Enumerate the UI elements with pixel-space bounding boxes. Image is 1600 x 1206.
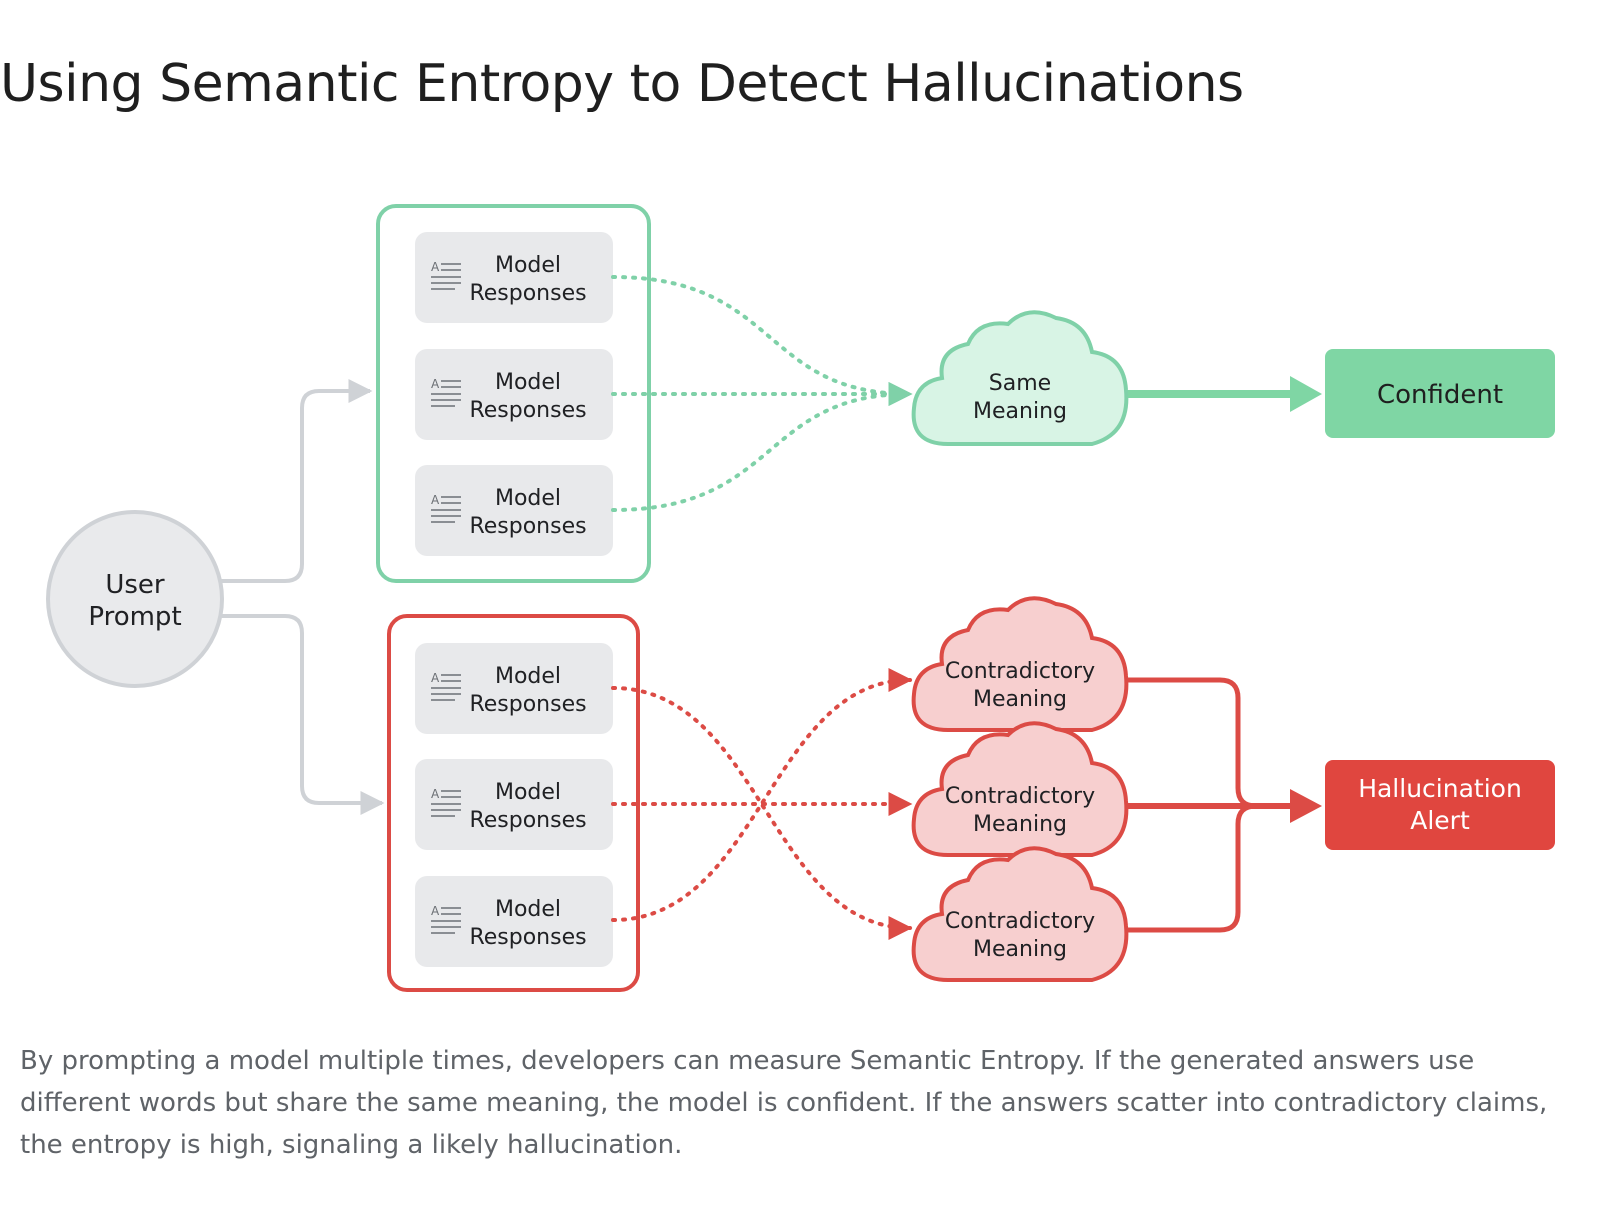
model-response-card: Model Responses xyxy=(415,465,613,556)
red-dotted-connector xyxy=(611,686,913,940)
hallucination-alert-outcome: Hallucination Alert xyxy=(1325,760,1555,850)
model-response-card: Model Responses xyxy=(415,349,613,440)
page-title: Using Semantic Entropy to Detect Halluci… xyxy=(0,54,1244,114)
same-meaning-line2: Meaning xyxy=(973,399,1067,424)
contradictory-line1: Contradictory xyxy=(945,909,1095,934)
model-response-line2: Responses xyxy=(469,808,586,833)
model-response-line2: Responses xyxy=(469,925,586,950)
model-response-card: Model Responses xyxy=(415,232,613,323)
contradictory-line2: Meaning xyxy=(973,937,1067,962)
red-merge-connector xyxy=(1128,677,1257,809)
prompt-to-green-connector xyxy=(218,379,373,583)
alert-arrow-head xyxy=(1290,789,1322,823)
confident-arrow-head xyxy=(1290,376,1322,412)
model-response-line1: Model xyxy=(495,370,561,395)
confident-label: Confident xyxy=(1377,380,1503,410)
diagram-caption: By prompting a model multiple times, dev… xyxy=(20,1046,1548,1160)
contradictory-line1: Contradictory xyxy=(945,659,1095,684)
contradictory-meaning-cloud: Contradictory Meaning xyxy=(911,721,1129,857)
semantic-entropy-diagram: A User Prompt Model Responses Model Resp… xyxy=(46,204,1555,992)
model-response-line2: Responses xyxy=(469,514,586,539)
model-response-line2: Responses xyxy=(469,692,586,717)
user-prompt-node: User Prompt xyxy=(46,510,224,688)
contradictory-responses-group xyxy=(387,614,640,992)
model-response-line2: Responses xyxy=(469,398,586,423)
contradictory-line2: Meaning xyxy=(973,687,1067,712)
model-response-line1: Model xyxy=(495,897,561,922)
contradictory-meaning-cloud: Contradictory Meaning xyxy=(911,846,1129,982)
confident-outcome: Confident xyxy=(1325,349,1555,438)
user-prompt-line2: Prompt xyxy=(88,602,181,632)
red-dotted-connector xyxy=(611,668,913,922)
model-response-card: Model Responses xyxy=(415,643,613,734)
contradictory-meaning-cloud: Contradictory Meaning xyxy=(911,596,1129,732)
model-response-line1: Model xyxy=(495,664,561,689)
model-response-line1: Model xyxy=(495,780,561,805)
same-meaning-cloud: Same Meaning xyxy=(911,310,1129,446)
model-response-line1: Model xyxy=(495,253,561,278)
contradictory-line2: Meaning xyxy=(973,812,1067,837)
consistent-responses-group xyxy=(376,204,651,583)
user-prompt-line1: User xyxy=(105,570,165,600)
model-response-card: Model Responses xyxy=(415,759,613,850)
model-response-line1: Model xyxy=(495,486,561,511)
model-response-line2: Responses xyxy=(469,281,586,306)
contradictory-line1: Contradictory xyxy=(945,784,1095,809)
alert-line2: Alert xyxy=(1410,806,1470,835)
prompt-to-red-connector xyxy=(218,614,385,815)
green-dotted-connector xyxy=(611,382,913,512)
model-response-card: Model Responses xyxy=(415,876,613,967)
green-dotted-connector xyxy=(611,275,913,406)
same-meaning-line1: Same xyxy=(989,371,1051,396)
red-merge-connector xyxy=(1128,803,1257,933)
alert-line1: Hallucination xyxy=(1358,774,1522,803)
